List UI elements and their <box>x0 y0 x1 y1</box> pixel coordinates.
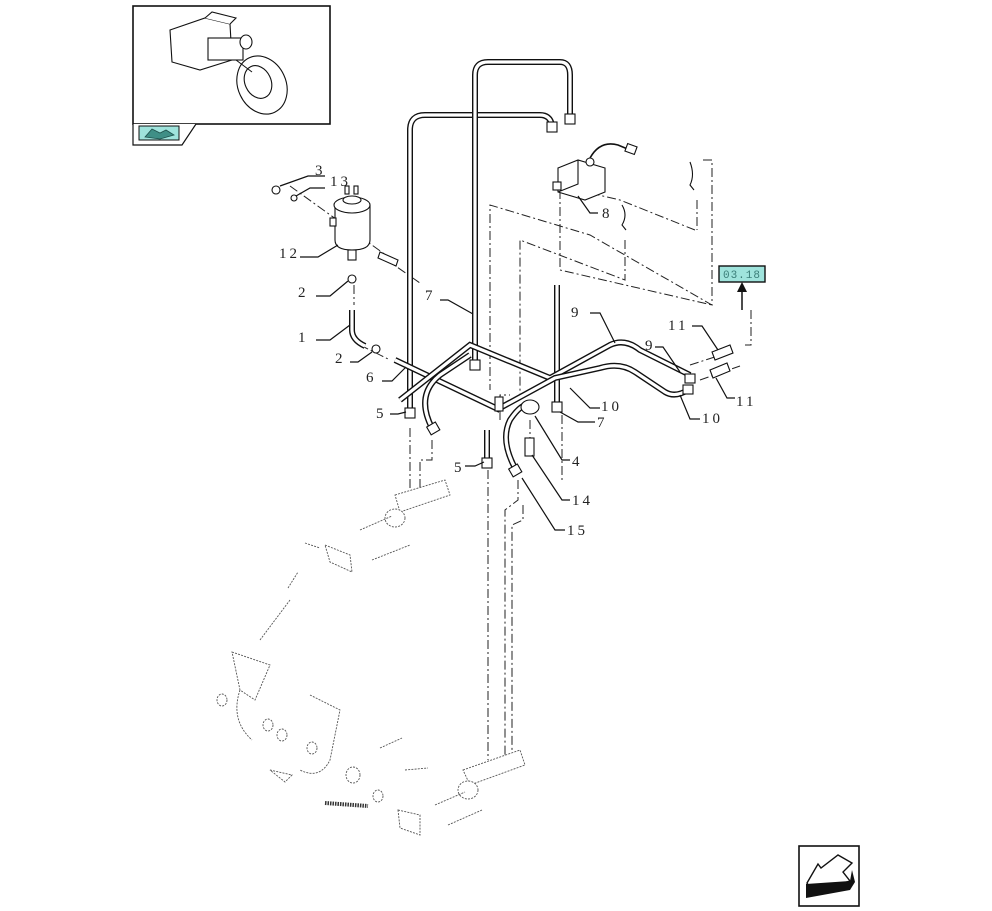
arrow-up-icon <box>737 282 747 292</box>
reference-tag-label: 03.18 <box>723 270 761 282</box>
hose-clamp-icon <box>371 344 381 354</box>
union-fitting-icon <box>494 396 504 412</box>
thumbnail-panel[interactable] <box>132 5 331 146</box>
pedal-left-icon <box>231 651 271 701</box>
callout-6[interactable]: 6 <box>366 370 377 386</box>
callout-15[interactable]: 15 <box>567 523 588 539</box>
master-cylinder-upper <box>394 479 451 513</box>
callout-2b[interactable]: 2 <box>335 351 346 367</box>
callout-11b[interactable]: 11 <box>736 394 756 410</box>
back-button[interactable] <box>798 845 860 907</box>
pipe-end-icon <box>621 204 627 231</box>
callout-10b[interactable]: 10 <box>702 411 723 427</box>
callout-7a[interactable]: 7 <box>425 288 436 304</box>
fluid-reservoir <box>271 185 399 267</box>
union-fitting-icon <box>546 121 558 133</box>
union-fitting-icon <box>481 457 493 469</box>
fittings <box>347 113 734 478</box>
union-fitting-icon <box>425 421 441 436</box>
callout-5a[interactable]: 5 <box>376 406 387 422</box>
bracket-icon <box>397 809 421 836</box>
callout-4[interactable]: 4 <box>572 454 583 470</box>
return-spring-icon <box>324 801 369 808</box>
washer-icon <box>290 194 298 202</box>
callout-5b[interactable]: 5 <box>454 460 465 476</box>
axle-wheel-thumbnail-icon <box>169 11 288 115</box>
callout-leaders <box>279 175 735 531</box>
brake-valve <box>552 142 695 231</box>
callout-12[interactable]: 12 <box>279 246 300 262</box>
union-fitting-icon <box>564 113 576 125</box>
reference-tag-03-18[interactable]: 03.18 <box>718 265 766 310</box>
callout-labels: 3 13 12 2 1 2 6 7 5 5 8 9 9 11 11 10 10 … <box>279 163 756 539</box>
callout-10a[interactable]: 10 <box>601 399 622 415</box>
brake-pipes <box>349 59 692 470</box>
screw-icon <box>377 251 399 267</box>
callout-13[interactable]: 13 <box>330 174 351 190</box>
union-fitting-icon <box>682 384 694 395</box>
pressure-switch-icon <box>524 437 535 457</box>
master-cylinder-lower <box>462 749 526 786</box>
union-fitting-icon <box>469 359 481 371</box>
callout-11a[interactable]: 11 <box>668 318 688 334</box>
connector-icon <box>711 344 734 361</box>
union-fitting-icon <box>404 407 416 419</box>
pedal-assembly <box>216 479 526 836</box>
callout-3[interactable]: 3 <box>315 163 326 179</box>
bolt-icon <box>271 185 281 195</box>
callout-2a[interactable]: 2 <box>298 285 309 301</box>
banjo-fitting-icon <box>507 463 523 478</box>
pipe-end-icon <box>689 161 695 191</box>
callout-7b[interactable]: 7 <box>597 415 608 431</box>
callout-14[interactable]: 14 <box>572 493 593 509</box>
connector-icon <box>709 362 731 379</box>
bracket-icon <box>324 544 353 573</box>
hose-clamp-icon <box>347 274 357 284</box>
callout-9b[interactable]: 9 <box>645 338 656 354</box>
tee-fitting-icon <box>520 399 540 415</box>
union-fitting-icon <box>684 373 696 384</box>
union-fitting-icon <box>551 401 563 413</box>
book-page-icon <box>144 128 175 140</box>
callout-1[interactable]: 1 <box>298 330 309 346</box>
callout-9a[interactable]: 9 <box>571 305 582 321</box>
callout-8[interactable]: 8 <box>602 206 613 222</box>
pedal-right-icon <box>299 694 341 774</box>
